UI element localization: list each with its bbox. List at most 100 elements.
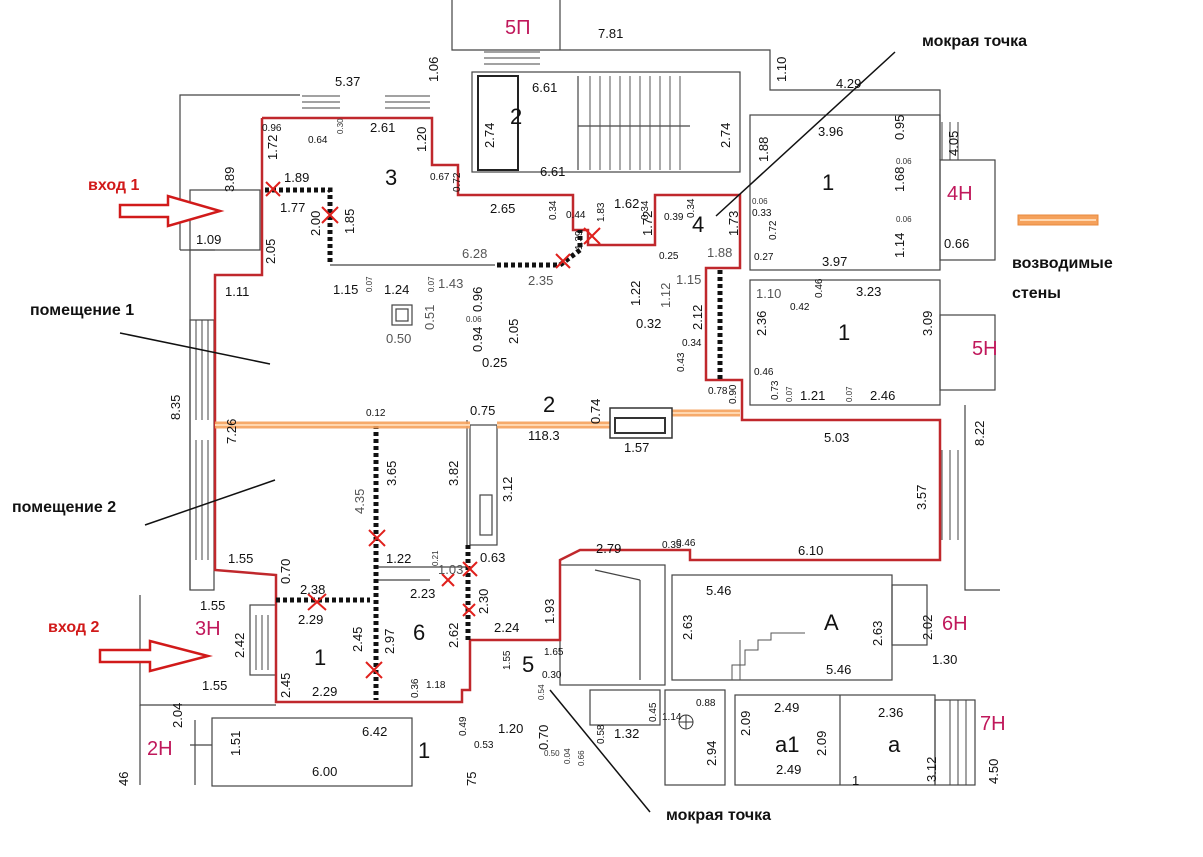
room-label: помещение 2	[12, 499, 116, 516]
svg-text:1.55: 1.55	[228, 551, 253, 566]
svg-text:6.10: 6.10	[798, 543, 823, 558]
room-number: 1	[314, 645, 326, 670]
svg-text:2.05: 2.05	[263, 239, 278, 264]
svg-text:1.83: 1.83	[596, 202, 607, 222]
svg-text:2.46: 2.46	[870, 388, 895, 403]
svg-text:2.49: 2.49	[776, 762, 801, 777]
entrance-arrows	[98, 194, 225, 673]
svg-text:0.44: 0.44	[566, 210, 586, 221]
svg-text:1.55: 1.55	[202, 678, 227, 693]
svg-text:0.34: 0.34	[640, 200, 651, 220]
svg-text:0.43: 0.43	[676, 352, 687, 372]
arrow-right-icon	[98, 639, 213, 673]
svg-text:2.04: 2.04	[170, 703, 185, 728]
svg-text:1.22: 1.22	[386, 551, 411, 566]
svg-text:2.29: 2.29	[312, 684, 337, 699]
svg-text:2.62: 2.62	[446, 623, 461, 648]
svg-text:2.00: 2.00	[308, 211, 323, 236]
svg-text:1.72: 1.72	[265, 135, 280, 160]
svg-text:1.39: 1.39	[574, 230, 585, 250]
svg-text:7.81: 7.81	[598, 26, 623, 41]
svg-text:75: 75	[464, 772, 479, 786]
svg-text:1.24: 1.24	[384, 282, 409, 297]
svg-text:2.29: 2.29	[298, 612, 323, 627]
svg-text:0.12: 0.12	[366, 408, 386, 419]
svg-text:1.32: 1.32	[614, 726, 639, 741]
unit-label: 7Н	[980, 713, 1006, 735]
svg-text:1.21: 1.21	[800, 388, 825, 403]
svg-text:0.25: 0.25	[659, 251, 679, 262]
svg-text:0.75: 0.75	[470, 403, 495, 418]
svg-text:3.65: 3.65	[384, 461, 399, 486]
room-number: 3	[385, 165, 397, 190]
room-number: 2	[543, 392, 555, 417]
svg-text:4.50: 4.50	[986, 759, 1001, 784]
svg-text:1.09: 1.09	[196, 232, 221, 247]
svg-text:0.04: 0.04	[563, 748, 572, 764]
demolition-marks	[265, 181, 601, 679]
svg-text:2.61: 2.61	[370, 120, 395, 135]
svg-text:1.72: 1.72	[640, 211, 655, 236]
svg-text:1.12: 1.12	[658, 283, 673, 308]
svg-text:1.15: 1.15	[676, 272, 701, 287]
svg-text:0.96: 0.96	[470, 287, 485, 312]
unit-label: 2Н	[147, 738, 173, 760]
new-walls	[215, 407, 740, 439]
svg-text:1.88: 1.88	[707, 245, 732, 260]
svg-text:8.35: 8.35	[168, 395, 183, 420]
svg-text:2.24: 2.24	[494, 620, 519, 635]
svg-text:3.12: 3.12	[500, 477, 515, 502]
svg-text:1.73: 1.73	[726, 211, 741, 236]
svg-text:0.94: 0.94	[470, 327, 485, 352]
wet-point-label: мокрая точка	[666, 807, 771, 824]
svg-text:2.23: 2.23	[410, 586, 435, 601]
svg-text:5.37: 5.37	[335, 74, 360, 89]
svg-text:2.42: 2.42	[232, 633, 247, 658]
svg-text:1.62: 1.62	[614, 196, 639, 211]
svg-text:0.32: 0.32	[636, 316, 661, 331]
svg-text:1.85: 1.85	[342, 209, 357, 234]
svg-text:0.78: 0.78	[708, 386, 728, 397]
svg-text:1.88: 1.88	[756, 137, 771, 162]
svg-text:0.53: 0.53	[474, 740, 494, 751]
demolish-walls	[265, 187, 723, 700]
svg-text:2.63: 2.63	[870, 621, 885, 646]
room-number: 5	[522, 652, 534, 677]
leader-lines	[119, 51, 896, 813]
svg-text:2.09: 2.09	[738, 711, 753, 736]
svg-text:2.09: 2.09	[814, 731, 829, 756]
svg-text:1.57: 1.57	[624, 440, 649, 455]
svg-text:5.03: 5.03	[824, 430, 849, 445]
svg-text:1.65: 1.65	[544, 647, 564, 658]
unit-label: 3Н	[195, 618, 221, 640]
svg-text:1.15: 1.15	[333, 282, 358, 297]
svg-text:0.46: 0.46	[676, 538, 696, 549]
svg-text:0.30: 0.30	[542, 670, 562, 681]
svg-text:1.22: 1.22	[628, 281, 643, 306]
svg-text:0.07: 0.07	[365, 276, 374, 292]
svg-text:5.46: 5.46	[826, 662, 851, 677]
legend-text: возводимые	[1012, 255, 1113, 272]
svg-text:2.36: 2.36	[754, 311, 769, 336]
svg-text:3.09: 3.09	[920, 311, 935, 336]
svg-text:2.12: 2.12	[690, 305, 705, 330]
svg-text:0.66: 0.66	[577, 750, 586, 766]
svg-text:2.65: 2.65	[490, 201, 515, 216]
unit-label: 5Н	[972, 338, 998, 360]
svg-text:0.72: 0.72	[768, 220, 779, 240]
svg-text:0.49: 0.49	[458, 716, 469, 736]
svg-text:2.74: 2.74	[718, 123, 733, 148]
svg-text:2.36: 2.36	[878, 705, 903, 720]
svg-text:0.95: 0.95	[892, 115, 907, 140]
window-marks	[195, 51, 967, 785]
svg-text:1.14: 1.14	[662, 712, 682, 723]
svg-text:3.96: 3.96	[818, 124, 843, 139]
svg-text:0.66: 0.66	[944, 236, 969, 251]
svg-text:0.63: 0.63	[480, 550, 505, 565]
arrow-right-icon	[118, 194, 225, 228]
svg-text:0.36: 0.36	[410, 678, 421, 698]
svg-text:0.88: 0.88	[696, 698, 716, 709]
svg-text:2.49: 2.49	[774, 700, 799, 715]
room-number: 1	[838, 320, 850, 345]
